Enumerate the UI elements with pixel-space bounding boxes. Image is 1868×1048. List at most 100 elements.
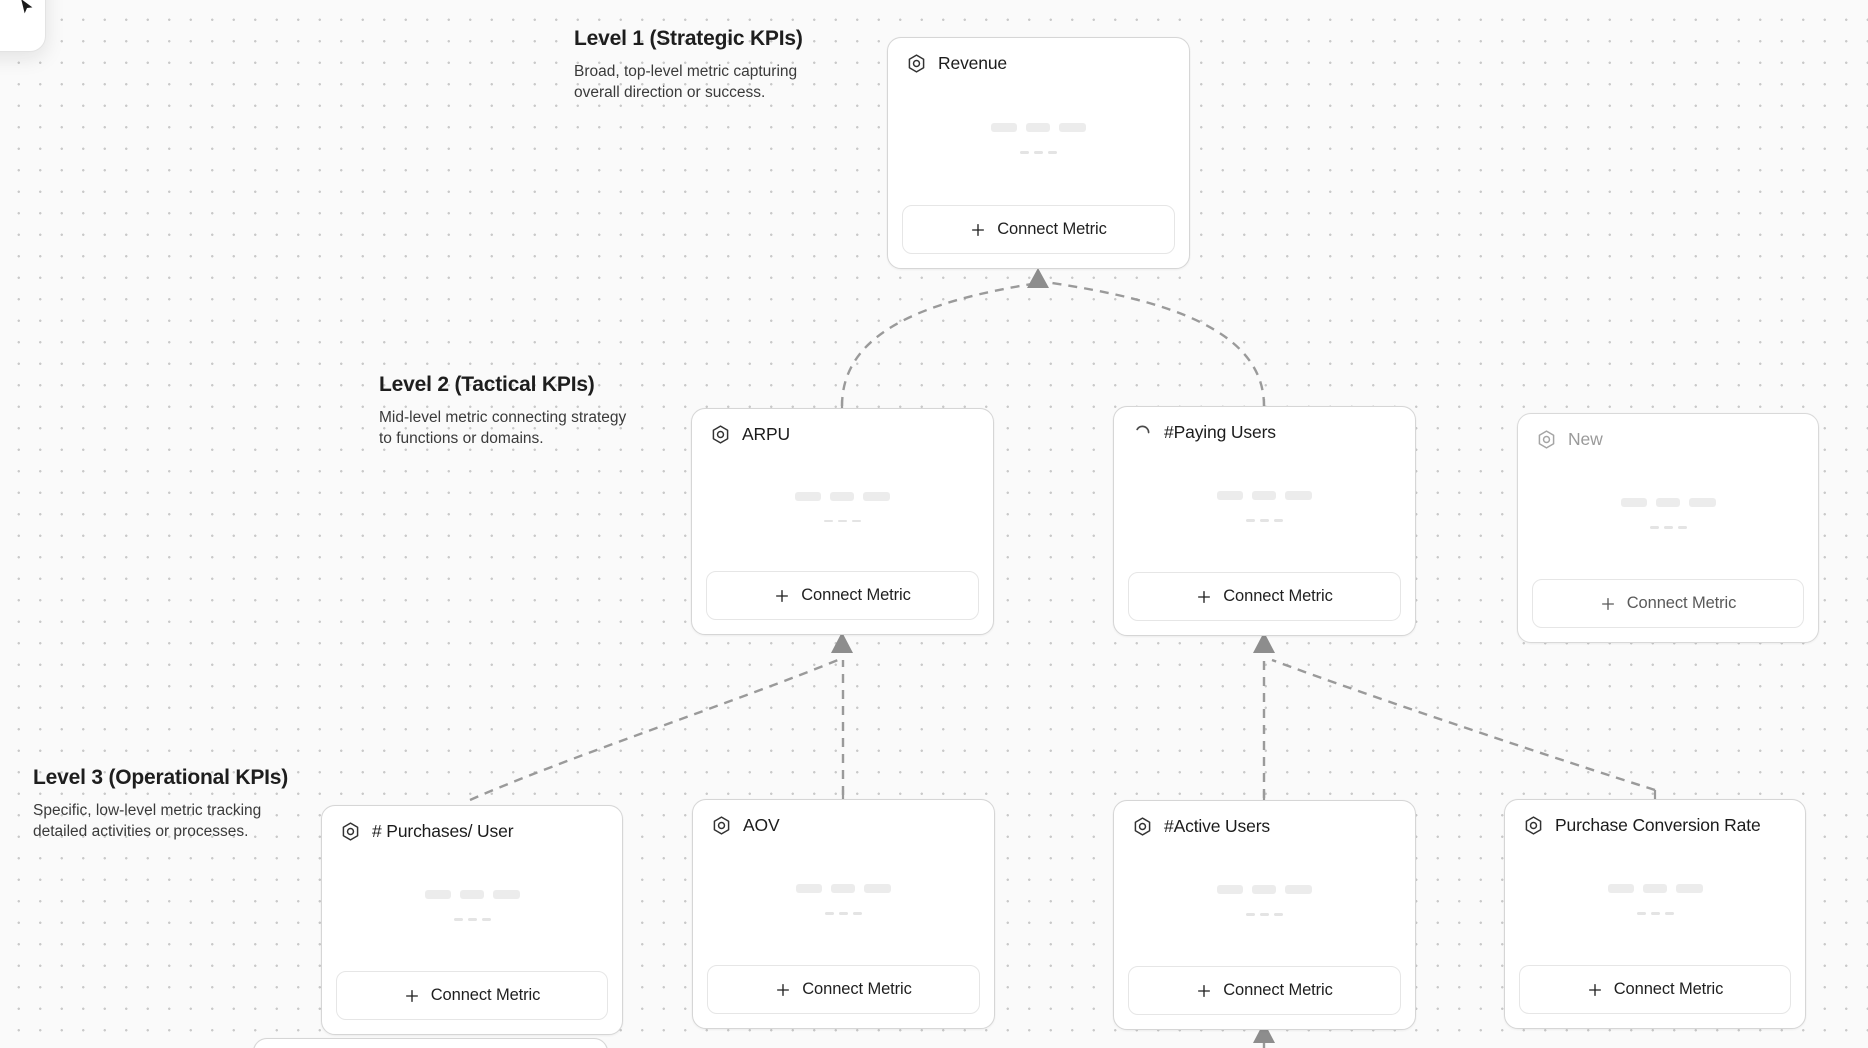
skeleton-bar [1607, 884, 1634, 894]
connect-metric-button[interactable]: Connect Metric [707, 965, 980, 1014]
plus-icon [405, 989, 418, 1002]
metric-card-purchases-per-user[interactable]: # Purchases/ User Connect Metric [321, 805, 623, 1035]
skeleton-bar [864, 884, 891, 894]
skeleton-bar [1688, 498, 1716, 508]
skeleton-bars [1620, 498, 1716, 508]
skeleton-dash [1274, 519, 1283, 522]
skeleton-bar [1026, 123, 1050, 133]
metric-hexagon-icon [1134, 817, 1151, 836]
connect-metric-button[interactable]: Connect Metric [336, 971, 608, 1020]
card-title: Revenue [938, 53, 1008, 73]
connect-metric-button[interactable]: Connect Metric [1128, 966, 1401, 1015]
metric-card-paying-users[interactable]: #Paying Users Connect Metric [1113, 406, 1416, 636]
skeleton-bar [795, 491, 821, 501]
skeleton-dash [1636, 912, 1646, 915]
card-title: #Paying Users [1164, 422, 1276, 442]
level-1-title: Level 1 (Strategic KPIs) [574, 27, 803, 50]
connect-metric-label: Connect Metric [997, 220, 1107, 238]
card-header: Revenue [888, 38, 1189, 74]
card-footer: Connect Metric [1505, 965, 1805, 1028]
card-header: ARPU [692, 409, 993, 445]
metric-card-revenue[interactable]: Revenue Connect Metric [887, 37, 1190, 269]
connect-metric-button[interactable]: Connect Metric [706, 571, 979, 620]
skeleton-dash [1048, 151, 1057, 154]
connect-metric-button[interactable]: Connect Metric [1532, 579, 1804, 628]
skeleton-bars [1217, 491, 1312, 501]
skeleton-bar [991, 123, 1017, 133]
skeleton-dashes [1246, 913, 1283, 916]
connect-metric-label: Connect Metric [1223, 981, 1333, 999]
level-3-description: Specific, low-level metric tracking deta… [33, 802, 262, 841]
skeleton-dash [1649, 526, 1659, 529]
skeleton-dashes [1246, 519, 1283, 522]
metric-card-offscreen-bottom[interactable] [253, 1038, 608, 1048]
level-2-description: Mid-level metric connecting strategy to … [379, 409, 627, 448]
level-3-title: Level 3 (Operational KPIs) [33, 766, 289, 789]
loading-spinner-icon [1136, 425, 1150, 434]
skeleton-dash [467, 918, 477, 921]
card-title: New [1568, 429, 1603, 449]
metric-hexagon-icon [712, 425, 729, 444]
cursor-tool-icon[interactable] [17, 0, 37, 17]
skeleton-bar [1217, 885, 1243, 895]
skeleton-dash [1260, 519, 1269, 522]
card-placeholder-body [1505, 836, 1805, 965]
connect-metric-button[interactable]: Connect Metric [1128, 572, 1401, 621]
card-footer: Connect Metric [1518, 579, 1818, 642]
plus-icon [776, 589, 789, 602]
skeleton-bar [1285, 491, 1312, 501]
connect-metric-button[interactable]: Connect Metric [902, 205, 1175, 254]
metric-card-purchase-conversion-rate[interactable]: Purchase Conversion Rate Connect Metric [1504, 799, 1806, 1029]
skeleton-dashes [825, 912, 862, 915]
skeleton-bar [424, 890, 451, 900]
skeleton-bar [1252, 491, 1276, 501]
plus-icon [1588, 983, 1601, 996]
edge-paying-users-to-revenue [1051, 281, 1266, 407]
floating-tool-panel[interactable] [0, 0, 46, 52]
metric-card-arpu[interactable]: ARPU Connect Metric [691, 408, 994, 635]
skeleton-bar [1620, 498, 1647, 508]
metric-card-active-users[interactable]: #Active Users Connect Metric [1113, 800, 1416, 1030]
skeleton-dash [1677, 526, 1687, 529]
connect-metric-label: Connect Metric [802, 980, 912, 998]
skeleton-dash [453, 918, 463, 921]
skeleton-dashes [824, 519, 861, 523]
card-placeholder-body [1518, 450, 1818, 579]
connect-metric-button[interactable]: Connect Metric [1519, 965, 1791, 1014]
skeleton-bar [459, 890, 484, 900]
card-title: #Active Users [1164, 816, 1270, 836]
edge-purchases-to-arpu [469, 658, 839, 802]
skeleton-dash [1274, 913, 1283, 916]
card-footer: Connect Metric [322, 971, 622, 1034]
plus-icon [777, 983, 790, 996]
connect-metric-label: Connect Metric [1223, 587, 1333, 605]
skeleton-bar [1252, 885, 1276, 895]
metric-hexagon-icon [1538, 430, 1555, 449]
skeleton-bar [796, 884, 822, 894]
level-2-caption: Level 2 (Tactical KPIs) Mid-level metric… [379, 372, 631, 450]
skeleton-bars [1217, 885, 1312, 895]
card-header: New [1518, 414, 1818, 450]
skeleton-dash [824, 519, 833, 523]
arrowhead-revenue [1027, 268, 1049, 288]
plus-icon [1198, 590, 1211, 603]
skeleton-bars [424, 890, 520, 900]
skeleton-bar [1675, 884, 1703, 894]
card-footer: Connect Metric [1114, 572, 1415, 635]
card-header: #Active Users [1114, 801, 1415, 837]
metric-card-aov[interactable]: AOV Connect Metric [692, 799, 995, 1029]
card-header: AOV [693, 800, 994, 836]
card-placeholder-body [322, 842, 622, 971]
skeleton-bar [492, 890, 520, 900]
card-title: AOV [743, 815, 780, 835]
card-header: #Paying Users [1114, 407, 1415, 443]
skeleton-bar [863, 491, 890, 501]
card-footer: Connect Metric [888, 205, 1189, 268]
card-placeholder-body [888, 74, 1189, 205]
metric-card-new[interactable]: New Connect Metric [1517, 413, 1819, 643]
skeleton-dash [838, 519, 847, 523]
metric-hexagon-icon [342, 822, 359, 841]
skeleton-bars [1607, 884, 1703, 894]
connect-metric-label: Connect Metric [1626, 594, 1737, 612]
